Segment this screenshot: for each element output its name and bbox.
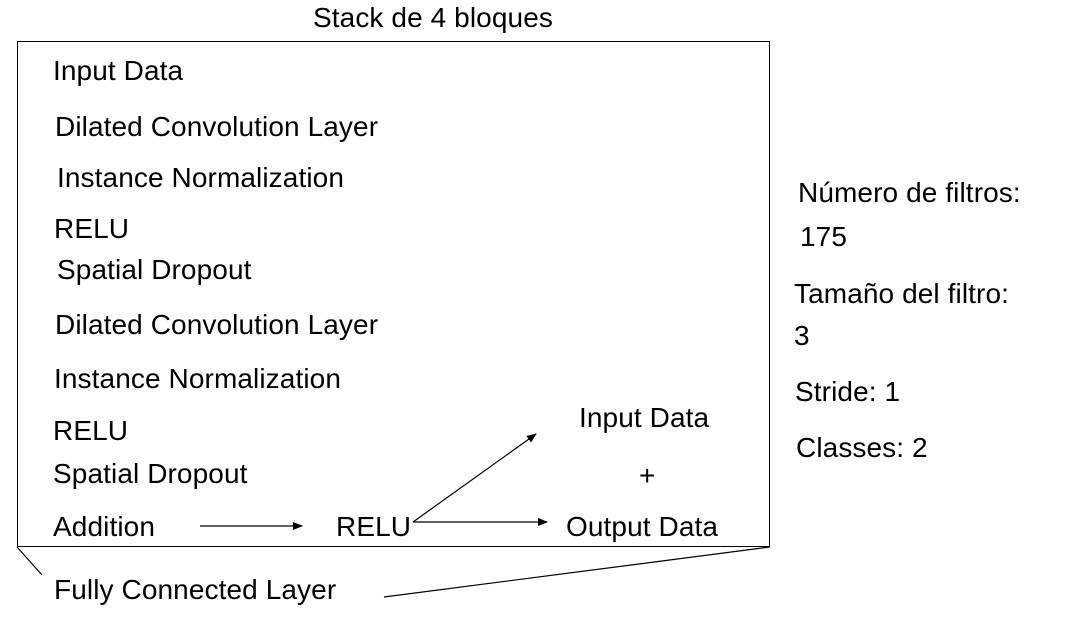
filter-size-value: 3 — [794, 320, 810, 351]
layer-instance-normalization-1: Instance Normalization — [57, 162, 344, 193]
layer-spatial-dropout-1: Spatial Dropout — [57, 254, 252, 285]
addition-label: Addition — [53, 511, 155, 542]
output-data-label: Output Data — [566, 511, 719, 542]
layer-input-data: Input Data — [53, 55, 184, 86]
layer-relu-2: RELU — [53, 415, 129, 446]
filter-size-label: Tamaño del filtro: — [794, 278, 1010, 309]
classes-label: Classes: 2 — [796, 432, 928, 463]
fully-connected-right-connector — [383, 546, 771, 598]
residual-input-data-label: Input Data — [579, 402, 710, 433]
stride-label: Stride: 1 — [795, 376, 901, 407]
filters-label: Número de filtros: — [798, 177, 1021, 208]
layer-dilated-convolution-1: Dilated Convolution Layer — [55, 111, 379, 142]
fully-connected-layer-label: Fully Connected Layer — [54, 574, 337, 605]
stack-block-box — [17, 41, 770, 547]
layer-spatial-dropout-2: Spatial Dropout — [53, 458, 248, 489]
fully-connected-left-connector — [16, 546, 43, 576]
diagram-title: Stack de 4 bloques — [313, 2, 553, 33]
layer-relu-1: RELU — [54, 213, 130, 244]
filters-value: 175 — [800, 221, 848, 252]
layer-instance-normalization-2: Instance Normalization — [54, 363, 341, 394]
layer-dilated-convolution-2: Dilated Convolution Layer — [55, 309, 379, 340]
plus-sign: + — [639, 460, 656, 491]
relu-to-input-data-arrow — [412, 433, 537, 523]
residual-relu-label: RELU — [336, 511, 412, 542]
